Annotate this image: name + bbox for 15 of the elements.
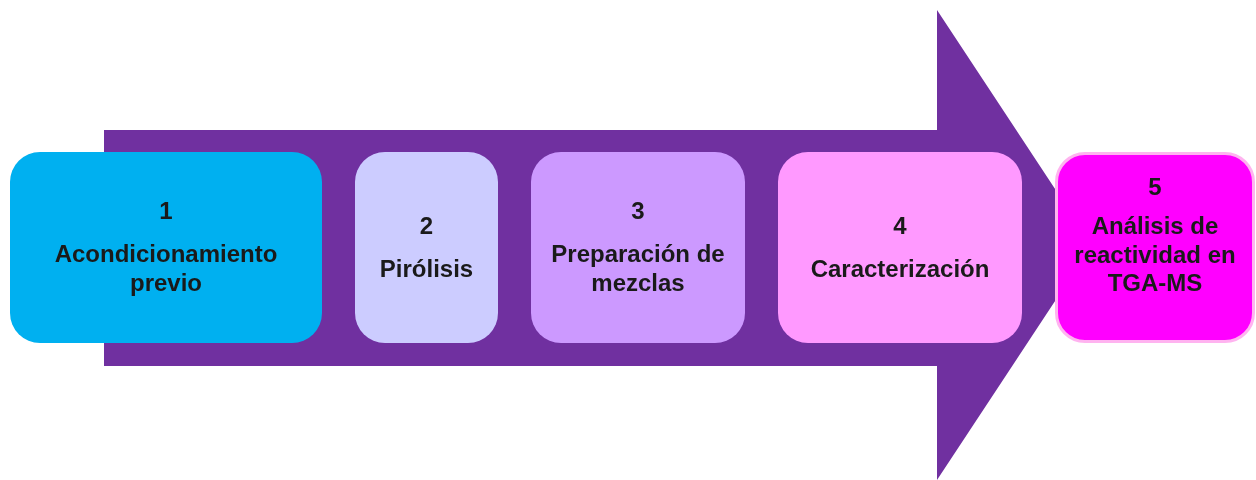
step-label: Caracterización <box>810 254 990 284</box>
step-number: 3 <box>631 197 645 227</box>
step-label: Análisis de reactividad en TGA-MS <box>1073 211 1237 299</box>
step-label: Acondicionamiento previo <box>53 240 279 298</box>
step-label: Pirólisis <box>379 254 474 284</box>
process-box <box>778 152 1022 343</box>
step-label: Preparación de mezclas <box>550 240 726 298</box>
process-box <box>10 152 322 343</box>
process-box <box>1055 152 1255 343</box>
process-box <box>531 152 745 343</box>
step-number: 5 <box>1148 173 1162 202</box>
step-number: 2 <box>419 211 434 241</box>
step-number: 1 <box>159 197 173 227</box>
step-number: 4 <box>893 211 907 241</box>
process-box <box>355 152 498 343</box>
